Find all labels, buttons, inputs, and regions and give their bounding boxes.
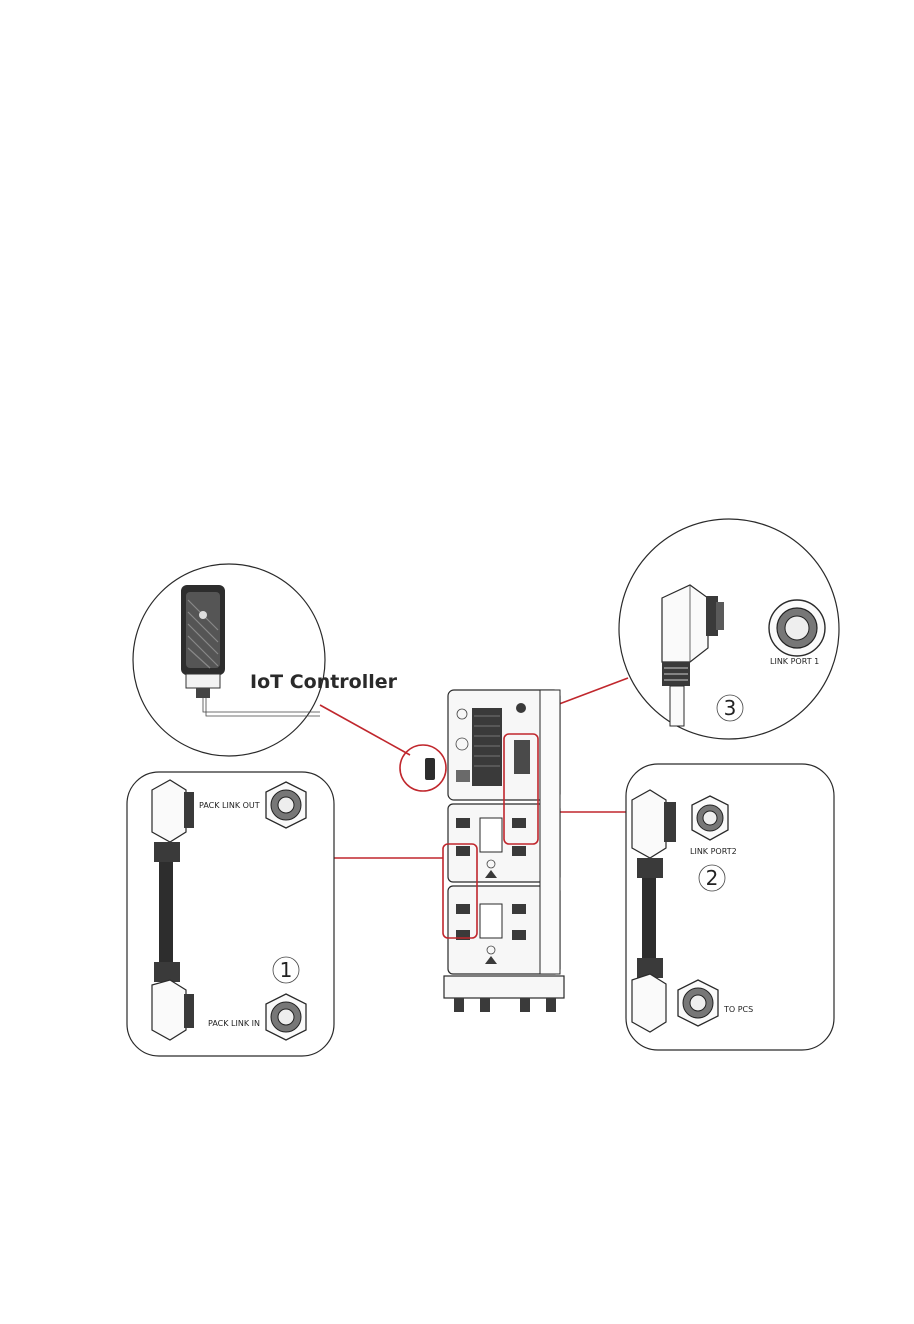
iot-leader-line [320,705,410,755]
callout-1-number: 1 [280,958,293,982]
link-port-1-detail: LINK PORT 1 3 [619,519,839,739]
pack-link-in-label: PACK LINK IN [208,1019,260,1028]
iot-controller-detail: IoT Controller [133,564,398,756]
link-port-2-detail: LINK PORT2 TO PCS 2 [626,764,834,1050]
to-pcs-label: TO PCS [723,1005,753,1014]
pack-link-out-label: PACK LINK OUT [199,801,260,810]
callout-2-number: 2 [706,866,719,890]
link-port-1-label: LINK PORT 1 [770,657,819,666]
iot-controller-label: IoT Controller [250,671,398,693]
iot-callout-circle [400,745,446,791]
pack-link-detail: PACK LINK OUT PACK LINK IN 1 [127,772,334,1056]
callout-3-number: 3 [724,696,737,720]
link-port-2-label: LINK PORT2 [690,847,737,856]
